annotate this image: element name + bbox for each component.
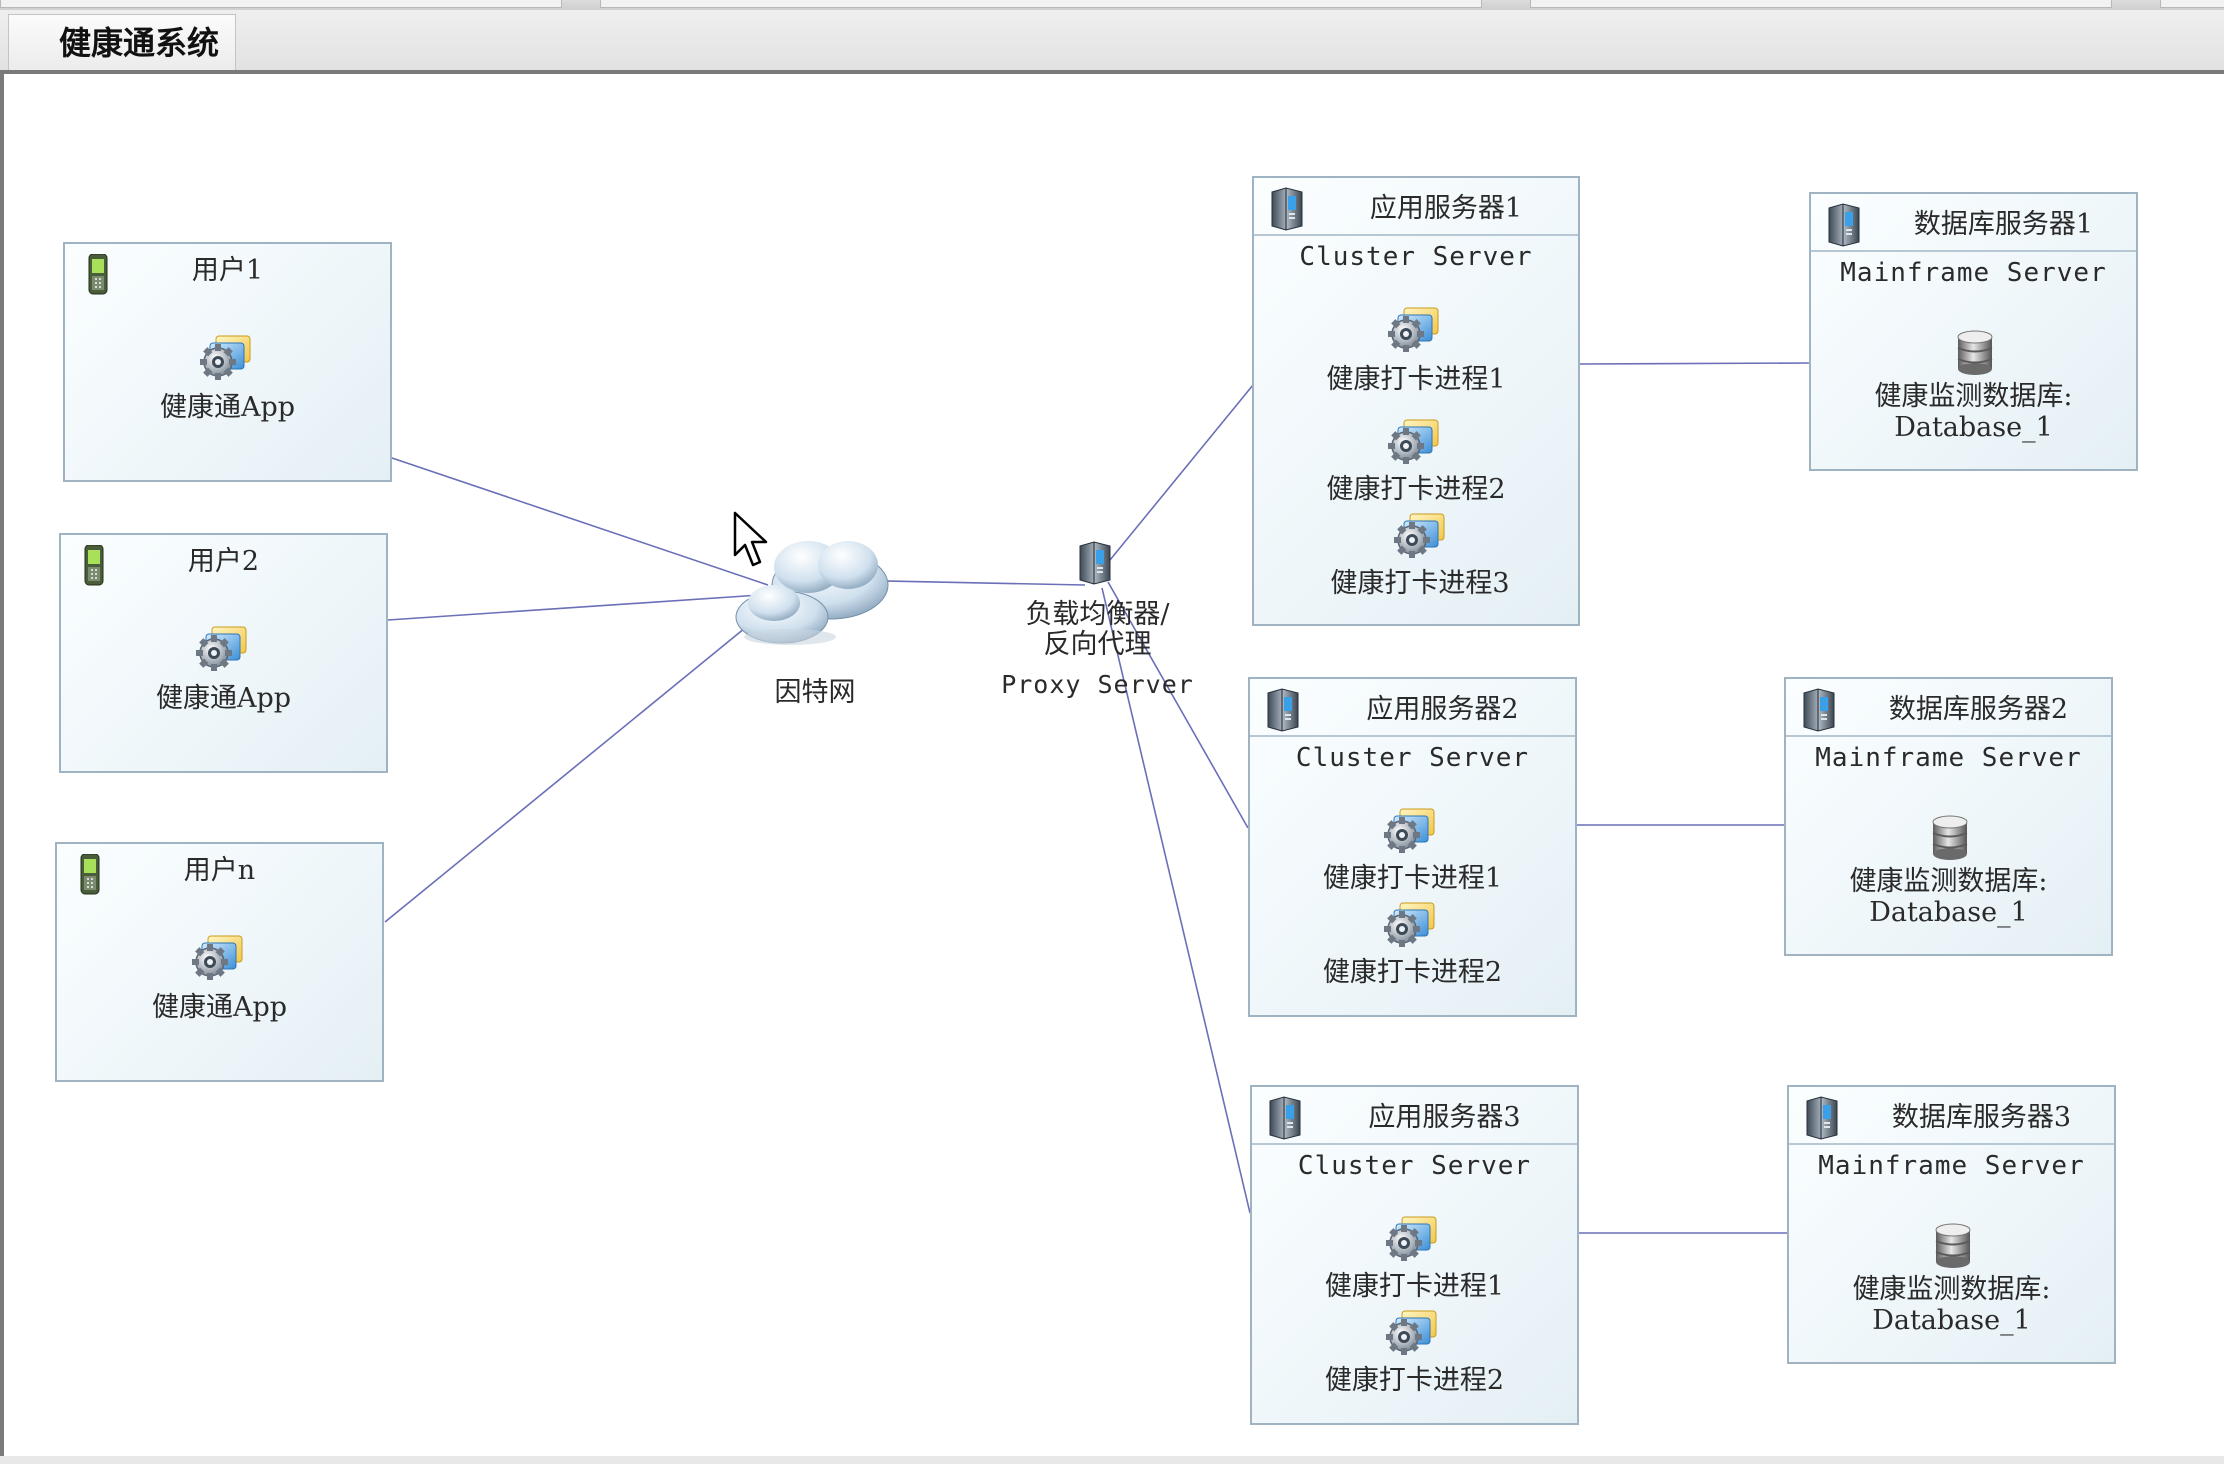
database-icon [1957, 330, 1993, 376]
tab-bar: 健康通系统 [0, 10, 2224, 70]
db-server-name: 数据库服务器1 [1913, 209, 2094, 240]
user-node-1[interactable]: 用户1 健康通App [63, 242, 392, 482]
app-server-name: 应用服务器2 [1366, 694, 1519, 725]
mobile-phone-icon [88, 254, 108, 295]
db-server-node-2[interactable]: 数据库服务器2 Mainframe Server 健康监测数据库: Databa… [1784, 677, 2113, 956]
app-server-name: 应用服务器1 [1369, 193, 1523, 224]
window-strip-segment [2160, 0, 2224, 8]
process-icon [1386, 1216, 1437, 1262]
top-window-strip [0, 0, 2224, 10]
app-label: 健康通App [155, 683, 292, 714]
process-icon [1384, 808, 1435, 854]
process-label: 健康打卡进程2 [1322, 957, 1503, 988]
link-internet-proxy[interactable] [884, 580, 1086, 586]
app-server-stereotype: Cluster Server [1299, 242, 1533, 272]
user-node-2[interactable]: 用户2 健康通App [59, 533, 388, 773]
link-proxy-appserver1[interactable] [1109, 384, 1254, 561]
proxy-server-icon[interactable] [1076, 540, 1116, 588]
window-strip-segment [1530, 0, 2112, 8]
db-server-stereotype: Mainframe Server [1815, 743, 2082, 773]
header-divider [1250, 735, 1575, 737]
app-server-stereotype: Cluster Server [1297, 1151, 1532, 1181]
header-divider [1254, 234, 1578, 236]
proxy-label-line1: 负载均衡器/ [1025, 599, 1170, 630]
link-user1-internet[interactable] [391, 457, 769, 586]
user-name: 用户1 [191, 255, 264, 286]
tab-diagram-title[interactable]: 健康通系统 [8, 14, 236, 70]
process-label: 健康打卡进程3 [1330, 568, 1510, 599]
process-label: 健康打卡进程2 [1324, 1365, 1505, 1396]
database-icon [1935, 1223, 1971, 1269]
app-process-icon [200, 335, 251, 381]
db-server-node-1[interactable]: 数据库服务器1 Mainframe Server 健康监测数据库: Databa… [1809, 192, 2138, 471]
database-label-line1: 健康监测数据库: [1852, 1274, 2051, 1305]
process-icon [1384, 902, 1435, 948]
db-server-name: 数据库服务器2 [1888, 694, 2069, 725]
app-process-icon [192, 935, 243, 981]
header-divider [1786, 735, 2111, 737]
db-server-node-3[interactable]: 数据库服务器3 Mainframe Server 健康监测数据库: Databa… [1787, 1085, 2116, 1364]
window-strip-segment [0, 0, 562, 8]
app-server-name: 应用服务器3 [1368, 1102, 1521, 1133]
proxy-stereotype: Proxy Server [1001, 670, 1194, 699]
server-icon [1267, 688, 1299, 732]
proxy-label-line2: 反向代理 [1043, 629, 1152, 660]
bottom-edge [0, 1456, 2224, 1464]
app-label: 健康通App [151, 992, 288, 1023]
app-server-stereotype: Cluster Server [1295, 743, 1530, 773]
db-server-name: 数据库服务器3 [1891, 1102, 2072, 1133]
internet-label: 因特网 [774, 677, 856, 708]
mobile-phone-icon [80, 854, 100, 895]
database-label-line1: 健康监测数据库: [1874, 381, 2073, 412]
process-label: 健康打卡进程1 [1326, 364, 1506, 395]
process-icon [1388, 419, 1439, 465]
app-server-node-3[interactable]: 应用服务器3 Cluster Server 健康打卡进程1 健康打卡进程2 [1250, 1085, 1579, 1425]
user-node-n[interactable]: 用户n 健康通App [55, 842, 384, 1082]
app-label: 健康通App [159, 392, 296, 423]
process-icon [1394, 513, 1445, 559]
server-icon [1271, 187, 1303, 231]
process-label: 健康打卡进程2 [1326, 474, 1506, 505]
link-appserver1-db1[interactable] [1579, 362, 1811, 365]
server-icon [1828, 203, 1860, 247]
link-proxy-appserver2[interactable] [1107, 581, 1249, 829]
process-icon [1386, 1310, 1437, 1356]
header-divider [1252, 1143, 1577, 1145]
header-divider [1811, 250, 2136, 252]
database-label-line1: 健康监测数据库: [1849, 866, 2048, 897]
database-label-line2: Database_1 [1872, 1305, 2031, 1336]
tab-title-label: 健康通系统 [59, 24, 220, 62]
link-proxy-appserver3[interactable] [1101, 587, 1251, 1214]
app-process-icon [196, 626, 247, 672]
process-label: 健康打卡进程1 [1322, 863, 1503, 894]
database-label-line2: Database_1 [1894, 412, 2053, 443]
database-icon [1932, 815, 1968, 861]
db-server-stereotype: Mainframe Server [1818, 1151, 2085, 1181]
app-server-node-2[interactable]: 应用服务器2 Cluster Server 健康打卡进程1 健康打卡进程2 [1248, 677, 1577, 1017]
app-server-node-1[interactable]: 应用服务器1 Cluster Server 健康打卡进程1 健康打卡进程2 健康… [1252, 176, 1580, 626]
server-icon [1803, 688, 1835, 732]
header-divider [1789, 1143, 2114, 1145]
process-label: 健康打卡进程1 [1324, 1271, 1505, 1302]
link-user2-internet[interactable] [387, 594, 761, 621]
window-strip-segment [600, 0, 1482, 8]
server-icon [1806, 1096, 1838, 1140]
database-label-line2: Database_1 [1869, 897, 2028, 928]
process-icon [1388, 307, 1439, 353]
link-usern-internet[interactable] [384, 627, 746, 923]
user-name: 用户n [183, 855, 256, 886]
user-name: 用户2 [187, 546, 260, 577]
server-icon [1269, 1096, 1301, 1140]
db-server-stereotype: Mainframe Server [1840, 258, 2107, 288]
internet-cloud-icon[interactable] [730, 525, 900, 665]
mobile-phone-icon [84, 545, 104, 586]
mouse-cursor-icon [733, 511, 768, 567]
